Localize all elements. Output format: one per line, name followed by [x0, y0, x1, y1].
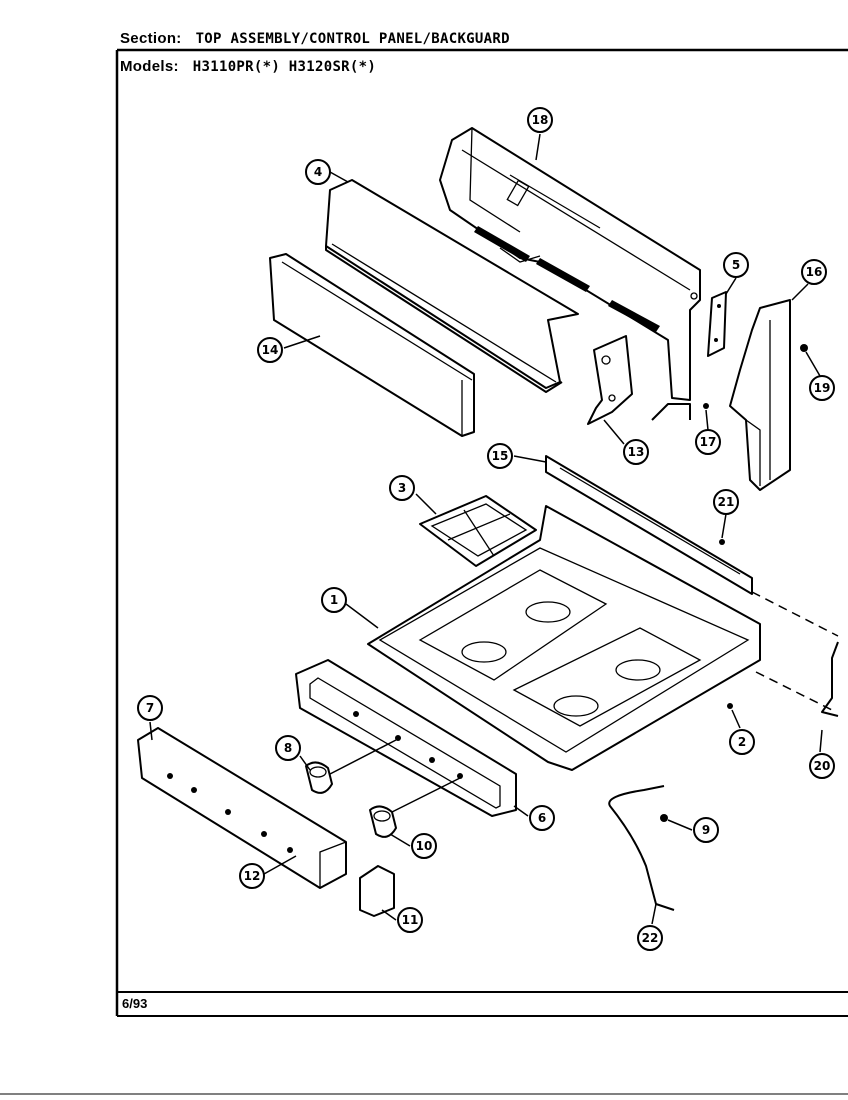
part-2: [727, 703, 733, 709]
callout-12: 12: [239, 863, 265, 889]
assembly-lines: [751, 591, 839, 713]
models-header: Models: H3110PR(*) H3120SR(*): [120, 58, 376, 75]
svg-text:8: 8: [284, 741, 292, 755]
part-bracket: [587, 335, 633, 425]
svg-text:11: 11: [402, 913, 419, 927]
part-trim: [269, 253, 475, 437]
callout-7: 7: [137, 695, 163, 721]
part-19: [800, 344, 808, 352]
section-title: TOP ASSEMBLY/CONTROL PANEL/BACKGUARD: [195, 31, 510, 47]
svg-text:4: 4: [314, 165, 322, 179]
callout-21: 21: [713, 489, 739, 515]
part-11: [359, 865, 395, 917]
svg-text:7: 7: [146, 701, 154, 715]
svg-text:13: 13: [628, 445, 645, 459]
part-wire: [608, 785, 675, 911]
svg-text:18: 18: [532, 113, 549, 127]
callout-18: 18: [527, 107, 553, 133]
part-cooktop: [367, 505, 761, 771]
part-shield: [325, 179, 579, 393]
svg-text:20: 20: [814, 759, 831, 773]
svg-text:21: 21: [718, 495, 735, 509]
callout-6: 6: [529, 805, 555, 831]
part-backguard-frame: [439, 127, 701, 421]
models-list: H3110PR(*) H3120SR(*): [192, 59, 377, 75]
svg-text:5: 5: [732, 258, 740, 272]
part-control-panel: [295, 659, 517, 817]
callout-13: 13: [623, 439, 649, 465]
svg-text:2: 2: [738, 735, 746, 749]
callout-17: 17: [695, 429, 721, 455]
svg-text:10: 10: [416, 839, 433, 853]
section-header: Section: TOP ASSEMBLY/CONTROL PANEL/BACKG…: [120, 30, 510, 47]
svg-text:22: 22: [642, 931, 659, 945]
callout-19: 19: [809, 375, 835, 401]
svg-text:9: 9: [702, 823, 710, 837]
part-9: [660, 814, 668, 822]
callout-22: 22: [637, 925, 663, 951]
callout-20: 20: [809, 753, 835, 779]
svg-text:1: 1: [330, 593, 338, 607]
part-vent: [545, 455, 753, 595]
callout-10: 10: [411, 833, 437, 859]
callout-5: 5: [723, 252, 749, 278]
section-label: Section:: [120, 30, 182, 47]
callout-16: 16: [801, 259, 827, 285]
part-21: [719, 539, 725, 545]
svg-text:15: 15: [492, 449, 509, 463]
part-side-panel: [729, 299, 791, 491]
models-label: Models:: [120, 58, 179, 75]
svg-text:19: 19: [814, 381, 831, 395]
part-17: [703, 403, 709, 409]
svg-text:6: 6: [538, 811, 546, 825]
svg-text:17: 17: [700, 435, 717, 449]
svg-text:16: 16: [806, 265, 823, 279]
callout-14: 14: [257, 337, 283, 363]
part-grate: [419, 495, 537, 567]
callout-1: 1: [321, 587, 347, 613]
callout-8: 8: [275, 735, 301, 761]
part-knob-8: [305, 761, 333, 794]
callout-4: 4: [305, 159, 331, 185]
callout-3: 3: [389, 475, 415, 501]
part-5: [707, 291, 727, 357]
callout-9: 9: [693, 817, 719, 843]
part-20: [821, 641, 839, 717]
leader-lines: [149, 133, 823, 925]
revision-date: 6/93: [122, 996, 148, 1011]
part-panel-trim: [137, 727, 347, 889]
svg-text:14: 14: [262, 343, 279, 357]
callout-11: 11: [397, 907, 423, 933]
callout-2: 2: [729, 729, 755, 755]
callout-15: 15: [487, 443, 513, 469]
part-knob-10: [369, 805, 397, 838]
svg-text:12: 12: [244, 869, 261, 883]
svg-text:3: 3: [398, 481, 406, 495]
